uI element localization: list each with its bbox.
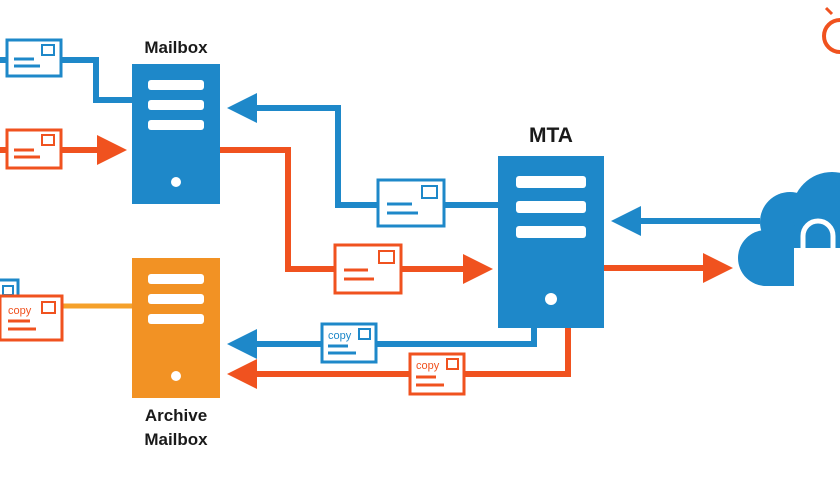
archive-label-line2: Mailbox bbox=[144, 430, 208, 449]
archive-label-line1: Archive bbox=[144, 406, 208, 425]
logo-icon bbox=[822, 6, 840, 54]
blue-copy-arrow-to-archive bbox=[227, 327, 537, 359]
archive-server-icon bbox=[132, 258, 220, 398]
envelope-blue-top bbox=[5, 38, 63, 78]
copy-tag: copy bbox=[416, 360, 440, 372]
copy-tag: copy bbox=[328, 330, 352, 342]
envelope-orange-middle bbox=[333, 243, 403, 295]
copy-envelope-orange: copy bbox=[408, 352, 466, 396]
envelope-orange-top bbox=[5, 128, 63, 170]
mailbox-server-icon bbox=[132, 64, 220, 204]
mta-label: MTA bbox=[529, 124, 573, 147]
lock-icon bbox=[794, 218, 840, 286]
mailbox-label: Mailbox bbox=[144, 38, 208, 57]
blue-arrow-mta-to-mailbox bbox=[227, 93, 498, 208]
mta-server-icon bbox=[498, 156, 604, 328]
copy-envelope-blue: copy bbox=[320, 322, 378, 364]
copy-envelope-orange-left: copy bbox=[0, 294, 64, 342]
copy-tag: copy bbox=[8, 305, 32, 317]
orange-copy-arrow-to-archive bbox=[227, 327, 571, 389]
envelope-blue-middle bbox=[376, 178, 446, 228]
